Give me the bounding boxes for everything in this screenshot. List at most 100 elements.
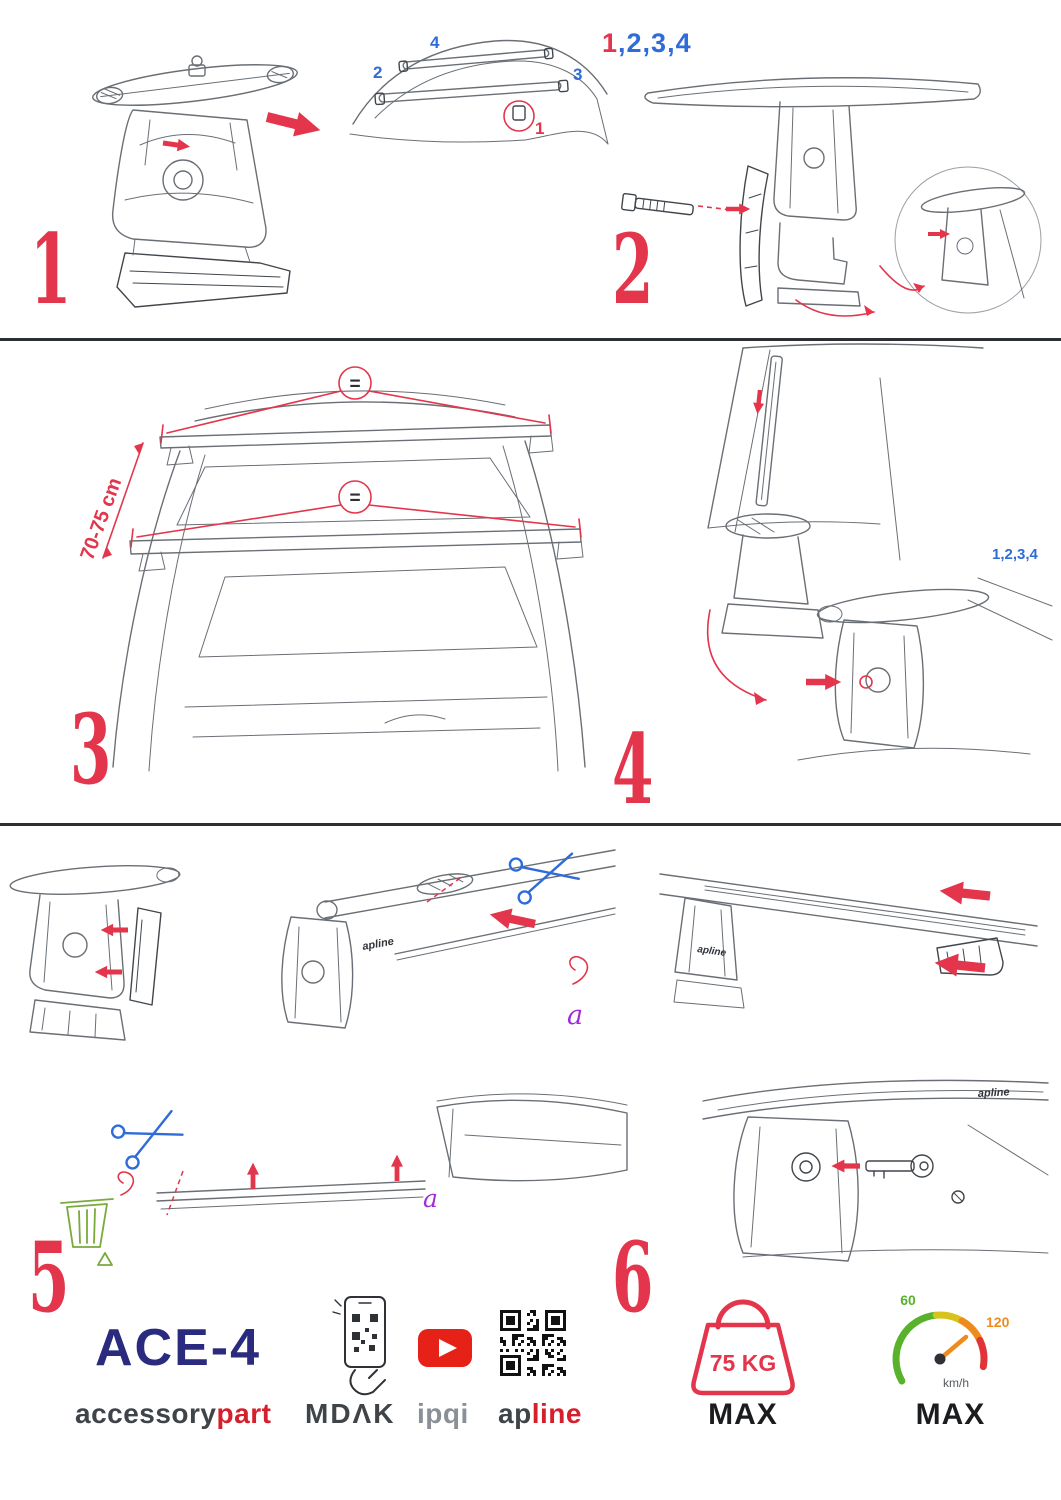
screw-highlight xyxy=(859,675,873,689)
detail-tower xyxy=(834,619,925,749)
sequence-label-top: 1,2,3,4 xyxy=(602,28,692,59)
cut-guide-line xyxy=(426,875,464,903)
car-roof-overview-illustration: 4 2 3 1 xyxy=(349,33,609,145)
step4-doorframe-illustration xyxy=(706,343,1053,761)
equal-spacing-rear: = xyxy=(130,480,582,548)
bar-end xyxy=(436,1093,628,1182)
phone-scan-icon xyxy=(332,1296,386,1396)
brand-ipqi: ipqi xyxy=(417,1398,469,1429)
strip-label-a-1: a xyxy=(567,1000,583,1031)
brand-accessorypart-prefix: accessory xyxy=(75,1398,217,1429)
distance-measure: 70-75 cm xyxy=(76,442,144,563)
bar-mark-4: 4 xyxy=(430,33,440,52)
step2-bolt-lever-illustration xyxy=(621,77,1042,317)
detail-link-arrow xyxy=(706,609,767,701)
bar-mark-2: 2 xyxy=(373,63,382,82)
roof-edge xyxy=(742,343,984,349)
rear-crossbar xyxy=(374,79,569,106)
door-strap xyxy=(755,355,783,507)
bar-logo-5c: apline xyxy=(697,944,728,959)
tailgate-window xyxy=(198,566,538,658)
distance-label: 70-75 cm xyxy=(76,475,126,563)
scissors-icon xyxy=(508,852,580,905)
brand-accessorypart: accessorypart xyxy=(75,1398,271,1430)
cut-guide-line xyxy=(166,1170,184,1216)
press-arrow-right xyxy=(391,1154,403,1181)
speed-max-label: MAX xyxy=(915,1398,986,1431)
brand-accessorypart-suffix: part xyxy=(216,1398,272,1429)
crossbar-top-view xyxy=(92,64,298,106)
equal-sign-front: = xyxy=(349,374,360,395)
step5-strip-slide-illustration: apline xyxy=(659,873,1038,1009)
bolt xyxy=(621,192,694,216)
zoom-detail-circle xyxy=(894,166,1042,314)
step6-lock-illustration: apline xyxy=(702,1079,1049,1262)
foot-tower xyxy=(773,101,857,221)
lever-motion-arrow xyxy=(795,299,875,317)
strip-slide-arrow-top xyxy=(938,879,992,908)
foot-on-door xyxy=(721,513,824,639)
step4-number: 4 xyxy=(612,713,654,826)
right-pillar xyxy=(524,440,586,768)
recycle-icon xyxy=(97,1252,113,1266)
locking-lever xyxy=(739,165,769,307)
foot-under-bar xyxy=(673,897,745,1009)
equal-spacing-front: = xyxy=(160,366,552,444)
insert-arrow-large xyxy=(263,104,324,143)
offcut-curl xyxy=(117,1171,135,1196)
weight-value: 75 KG xyxy=(710,1350,776,1376)
brand-apline-suffix: line xyxy=(531,1398,582,1429)
step5-strip-cut-illustration: apline a xyxy=(281,849,616,1031)
key-icon xyxy=(865,1154,934,1179)
brand-mdak: MDΛK xyxy=(305,1398,396,1429)
press-arrow-left xyxy=(247,1162,259,1189)
youtube-icon xyxy=(418,1329,472,1367)
cover-arrow-top xyxy=(100,923,128,937)
brand-apline: apline xyxy=(498,1398,582,1430)
strip-label-a-2: a xyxy=(423,1184,438,1213)
foot-tower xyxy=(733,1116,859,1262)
max-weight-icon: 75 KG xyxy=(691,1299,795,1396)
sequence-rest: ,2,3,4 xyxy=(618,28,692,58)
screw-icon xyxy=(951,1190,965,1204)
foot-tower xyxy=(281,916,354,1029)
foot-clamp-base xyxy=(116,252,291,308)
trash-bin-icon xyxy=(60,1198,114,1266)
step2-number: 2 xyxy=(612,213,654,326)
scissors-icon xyxy=(110,1109,184,1170)
foot-tower xyxy=(111,109,267,248)
foot-highlight-circle xyxy=(503,100,535,132)
phone-qr-pixels xyxy=(352,1314,378,1352)
bar-logo-6: apline xyxy=(978,1086,1010,1100)
cover-arrow-bottom xyxy=(94,965,122,979)
rear-crossbar xyxy=(129,528,584,572)
sequence-first: 1 xyxy=(602,28,619,58)
front-crossbar xyxy=(398,47,554,73)
step3-spacing-illustration: = = 70-75 cm xyxy=(76,366,586,772)
speedometer-icon: 60 120 km/h xyxy=(892,1292,1010,1390)
product-name: ACE-4 xyxy=(95,1319,262,1377)
crossbar-side xyxy=(644,77,981,108)
rubber-strip xyxy=(394,907,616,955)
insert-arrow-small xyxy=(162,136,191,153)
step3-number: 3 xyxy=(70,693,112,806)
detail-crossbar xyxy=(816,588,990,624)
step6-number: 6 xyxy=(612,1221,654,1334)
rear-window xyxy=(176,457,531,526)
speedometer-needle xyxy=(937,1334,969,1362)
cover-plate xyxy=(129,907,162,1006)
weight-max-label: MAX xyxy=(708,1398,778,1431)
rubber-strip xyxy=(156,1180,426,1194)
bar-mark-1: 1 xyxy=(535,119,544,138)
speed-unit-label: km/h xyxy=(943,1376,969,1390)
bar-mark-3: 3 xyxy=(573,65,582,84)
foot-clamp xyxy=(777,222,861,307)
step5-trim-illustration: a xyxy=(60,1093,628,1266)
speed-60-label: 60 xyxy=(900,1292,916,1308)
step5-cover-illustration xyxy=(9,865,181,1041)
step1-foot-assembly-illustration xyxy=(92,55,324,308)
strip-offcut-curl xyxy=(569,956,589,985)
detail-link-arrowhead xyxy=(754,692,766,705)
bolt-arrow xyxy=(726,203,751,215)
